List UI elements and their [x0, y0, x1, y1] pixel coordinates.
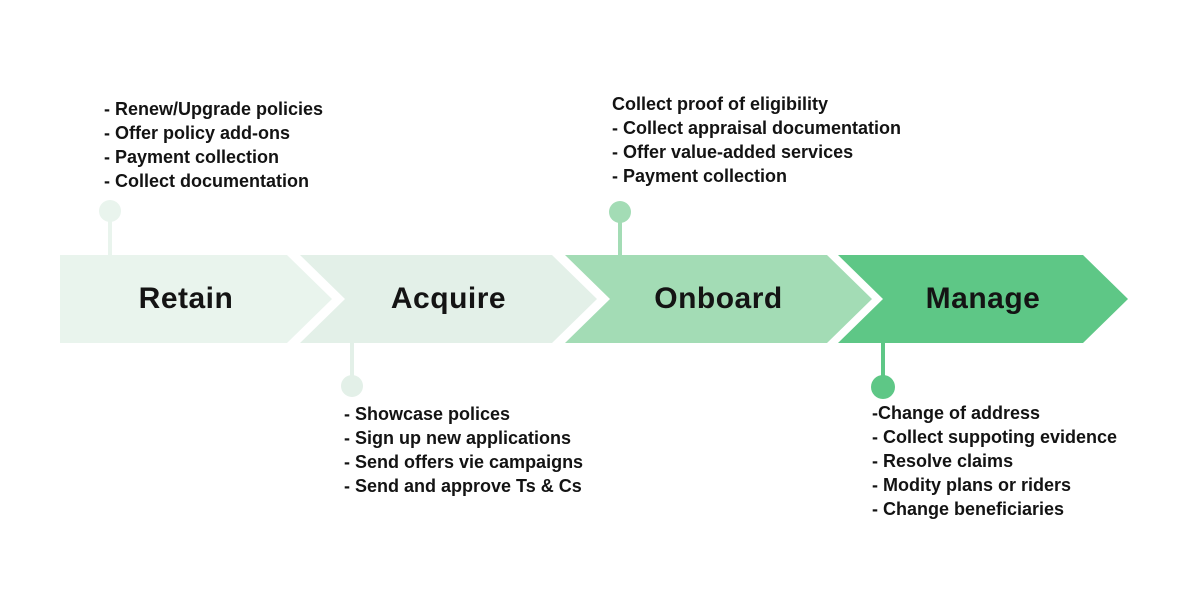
note-line: - Renew/Upgrade policies: [104, 99, 324, 119]
note-line: - Collect suppoting evidence: [872, 427, 1118, 447]
onboard-connector-line: [618, 220, 622, 257]
stage-chevron-manage: Manage: [838, 255, 1128, 343]
note-line: - Send offers vie campaigns: [344, 452, 584, 472]
onboard-notes-list: Collect proof of eligibility - Collect a…: [612, 92, 901, 188]
note-line: - Collect documentation: [104, 171, 310, 191]
stage-label-onboard: Onboard: [654, 282, 783, 315]
note-line: - Collect appraisal documentation: [612, 118, 902, 138]
note-line: - Offer value-added services: [612, 142, 854, 162]
manage-notes-list: -Change of address - Collect suppoting e…: [872, 401, 1117, 521]
acquire-connector-dot: [341, 375, 363, 397]
stage-label-retain: Retain: [138, 282, 234, 315]
retain-connector-line: [108, 219, 112, 257]
manage-connector-dot: [871, 375, 895, 399]
manage-connector-line: [881, 341, 885, 378]
note-line: - Resolve claims: [872, 451, 1014, 471]
note-line: - Sign up new applications: [344, 428, 572, 448]
note-line: - Modity plans or riders: [872, 475, 1072, 495]
stage-chevron-onboard: Onboard: [565, 255, 872, 343]
stage-chevron-retain: Retain: [60, 255, 332, 343]
acquire-connector-line: [350, 341, 354, 378]
acquire-notes-list: - Showcase polices - Sign up new applica…: [344, 402, 583, 498]
note-line: - Payment collection: [104, 147, 280, 167]
stage-label-manage: Manage: [925, 282, 1041, 315]
stage-label-acquire: Acquire: [390, 282, 507, 315]
onboard-connector-dot: [609, 201, 631, 223]
note-line: - Payment collection: [612, 166, 788, 186]
retain-connector-dot: [99, 200, 121, 222]
note-line: - Change beneficiaries: [872, 499, 1065, 519]
note-line: Collect proof of eligibility: [612, 94, 828, 114]
note-line: - Offer policy add-ons: [104, 123, 291, 143]
retain-notes-list: - Renew/Upgrade policies - Offer policy …: [104, 97, 323, 193]
note-line: - Send and approve Ts & Cs: [344, 476, 582, 496]
note-line: - Showcase polices: [344, 404, 511, 424]
stage-chevron-acquire: Acquire: [300, 255, 597, 343]
note-line: -Change of address: [872, 403, 1041, 423]
